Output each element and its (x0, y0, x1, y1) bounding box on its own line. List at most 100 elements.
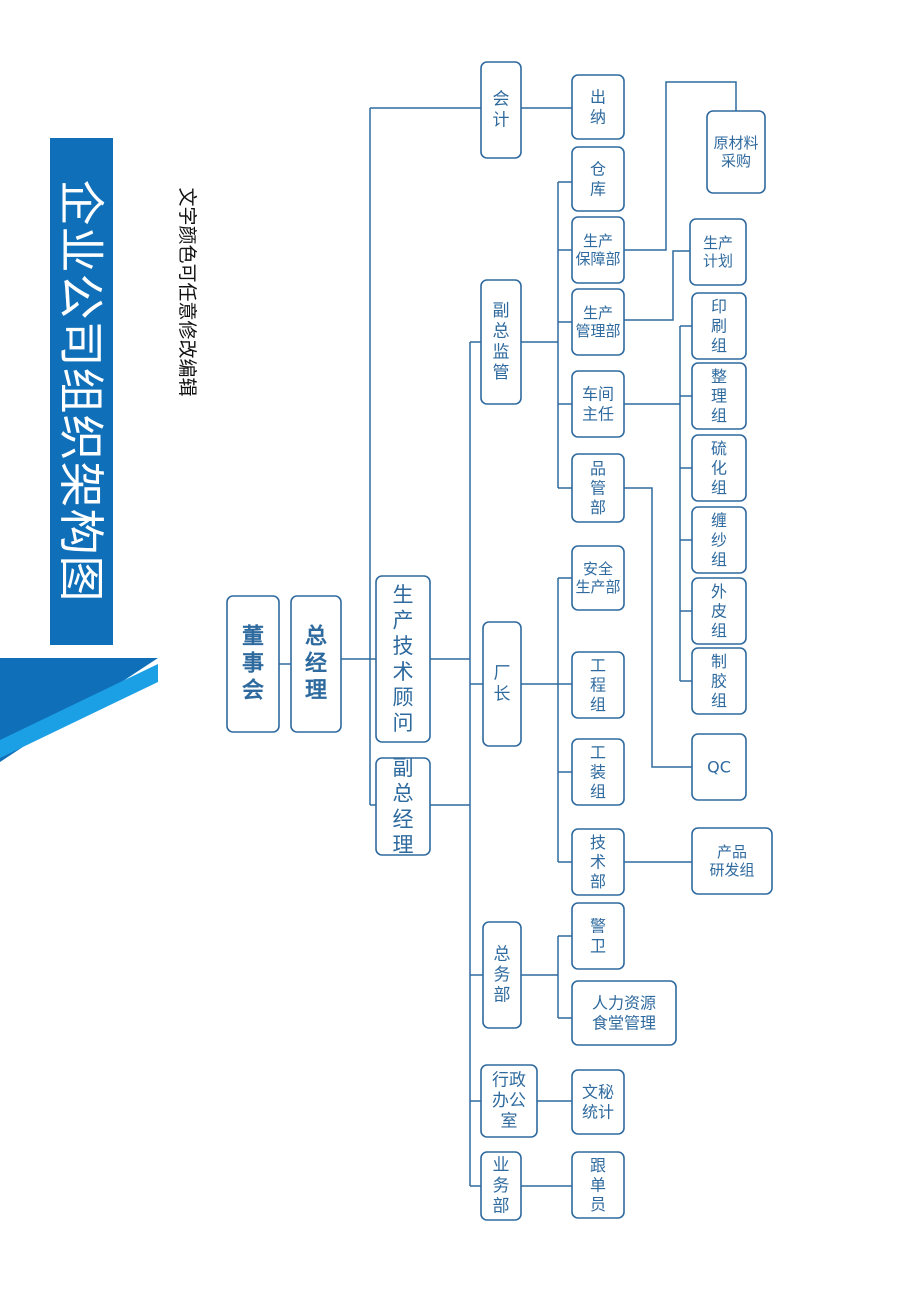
org-node-pinguanbu: 品管部 (571, 453, 625, 523)
org-node-changzhang: 厂长 (482, 621, 522, 747)
org-node-box (480, 1151, 522, 1221)
org-node-label: 车间 (582, 385, 614, 404)
org-node-label: 保障部 (575, 250, 620, 268)
org-node-box (482, 621, 522, 747)
org-node-label: 技 (590, 833, 606, 852)
org-node-box (571, 146, 625, 212)
org-node-label: 单 (590, 1176, 606, 1195)
org-node-box (482, 921, 522, 1029)
org-node-zhenglizu: 整理组 (691, 362, 747, 430)
org-node-box (375, 757, 431, 856)
org-node-label: 仓 (590, 160, 606, 179)
org-node-qc: QC (691, 733, 747, 801)
org-node-label: 安全 (583, 560, 613, 578)
org-node-label: 长 (494, 684, 511, 704)
org-node-box (691, 434, 747, 502)
org-node-liuhuazu: 硫化组 (691, 434, 747, 502)
org-node-label: 印 (711, 297, 727, 316)
org-node-label: 董 (242, 625, 264, 650)
org-node-label: 务 (493, 1176, 510, 1196)
org-node-label: 跟 (590, 1156, 606, 1175)
org-node-box (571, 738, 625, 806)
org-node-label: 品 (590, 459, 606, 478)
org-node-label: 计划 (703, 252, 733, 270)
org-node-box (691, 647, 747, 715)
org-node-label: 计 (493, 110, 510, 130)
org-node-box (691, 577, 747, 645)
org-node-label: 食堂管理 (592, 1013, 656, 1032)
org-node-label: 组 (711, 621, 727, 640)
org-node-label: 卫 (590, 936, 606, 955)
org-node-box (691, 362, 747, 430)
org-node-label: 化 (711, 459, 727, 478)
org-node-label: 程 (590, 676, 606, 695)
org-node-label: 总 (494, 944, 511, 964)
org-node-label: 文秘 (582, 1083, 614, 1102)
org-node-label: 业 (493, 1155, 510, 1175)
org-node-label: 问 (393, 711, 414, 735)
org-node-zongwubu: 总务部 (482, 921, 522, 1029)
connector-line (624, 250, 690, 321)
deco-light-stripe (0, 664, 158, 758)
org-node-label: 总 (393, 782, 414, 806)
org-node-gongzhuangzu: 工装组 (571, 738, 625, 806)
org-node-label: 人力资源 (592, 994, 656, 1013)
org-node-label: 组 (590, 695, 606, 714)
org-node-label: 部 (590, 872, 606, 891)
org-node-dongshihui: 董事会 (226, 595, 280, 733)
org-node-label: 部 (590, 498, 606, 517)
org-node-waipizu: 外皮组 (691, 577, 747, 645)
org-node-label: 副 (393, 756, 414, 780)
org-node-box (691, 827, 773, 895)
org-node-label: 管理部 (575, 322, 620, 340)
org-node-zongjingli: 总经理 (290, 595, 342, 733)
org-node-label: 警 (590, 917, 606, 936)
org-node-box (689, 218, 747, 286)
org-node-label: 理 (393, 833, 414, 857)
org-node-label: 生产 (583, 304, 613, 322)
org-node-label: 生产 (703, 234, 733, 252)
org-node-label: 理 (711, 387, 727, 406)
org-node-box (571, 902, 625, 970)
org-node-label: 厂 (494, 664, 511, 684)
org-node-box (691, 506, 747, 574)
org-node-label: 经 (393, 807, 414, 831)
org-node-chuna: 出纳 (571, 74, 625, 140)
org-node-label: 皮 (711, 602, 727, 621)
org-node-label: 组 (590, 782, 606, 801)
org-node-label: 缠 (711, 511, 727, 530)
org-node-label: 外 (711, 582, 727, 601)
org-node-label: 制 (711, 652, 727, 671)
org-node-label: 经 (305, 651, 327, 677)
org-node-label: 事 (242, 651, 264, 677)
org-node-box (571, 216, 625, 284)
org-node-label: 总 (493, 322, 510, 342)
org-node-gongchengzu: 工程组 (571, 651, 625, 719)
org-node-jishubu: 技术部 (571, 828, 625, 896)
org-node-label: 纳 (590, 107, 606, 126)
org-node-label: 部 (493, 1197, 510, 1217)
org-node-label: 顾 (393, 685, 414, 709)
org-node-label: 组 (711, 691, 727, 710)
org-node-label: 副 (493, 301, 510, 321)
org-node-label: 产品 (717, 843, 747, 861)
org-node-box (480, 279, 522, 405)
org-node-box (706, 110, 766, 194)
org-node-label: 组 (711, 478, 727, 497)
org-node-label: 装 (590, 763, 606, 782)
org-node-label: 整 (711, 367, 727, 386)
org-node-box (571, 651, 625, 719)
org-node-box (480, 1064, 538, 1138)
org-node-label: 务 (494, 965, 511, 985)
org-node-box (571, 288, 625, 356)
org-node-box (691, 733, 747, 801)
org-node-label: 纱 (711, 531, 727, 550)
org-node-box (290, 595, 342, 733)
